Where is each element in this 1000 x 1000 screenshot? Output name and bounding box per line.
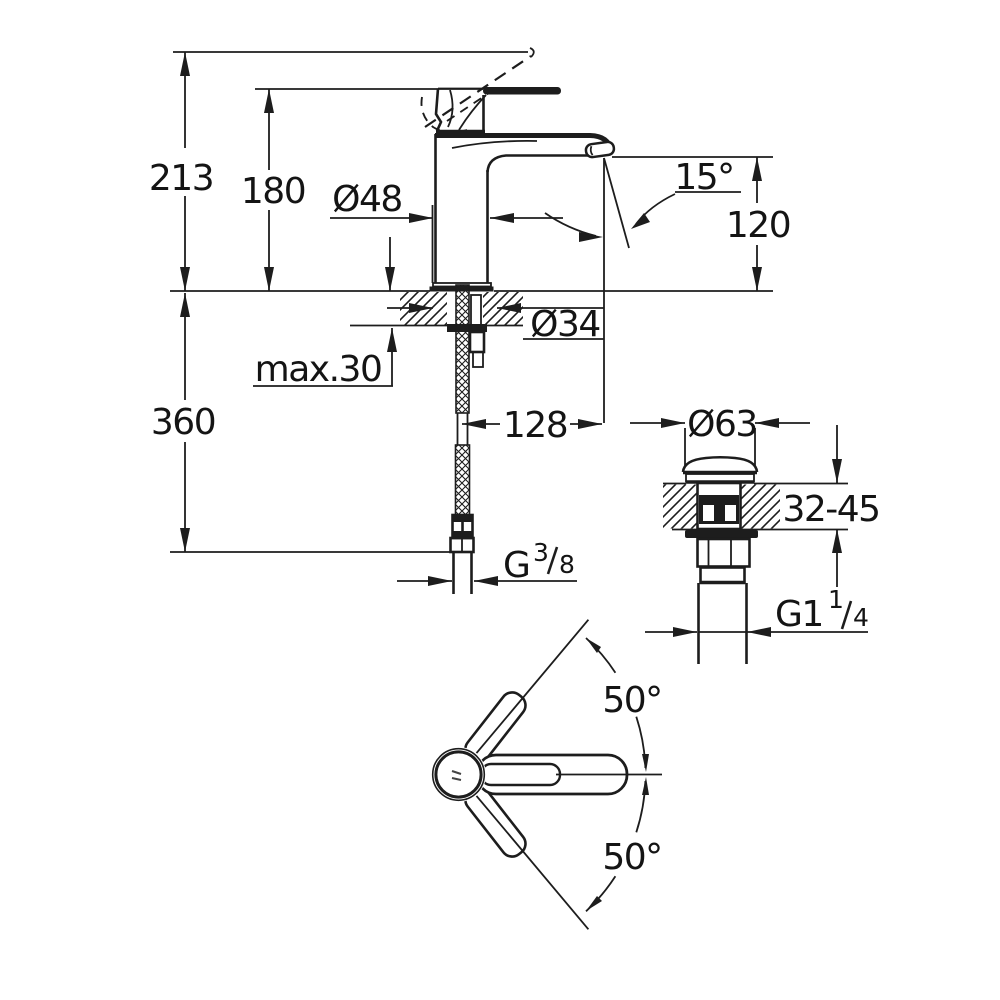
- dimension-180: 180: [241, 88, 483, 291]
- waste-tailpipe: [697, 583, 748, 664]
- faucet-body-spout: [429, 133, 616, 292]
- dim-label-supply-hose-drop: 360: [151, 402, 215, 443]
- rod-bracket: [468, 330, 486, 354]
- dim-label-max-mounting-thickness: max.30: [255, 349, 382, 390]
- dim-label-waste-thread-prefix: G1: [775, 594, 823, 635]
- dim-label-spout-projection: 128: [503, 405, 567, 446]
- dimension-diameter-48: Ø48: [330, 179, 563, 283]
- dimension-swing-lower-50: 50°: [585, 777, 663, 912]
- dimension-g-three-eighths: G 3 8: [397, 538, 577, 586]
- dim-label-supply-thread-prefix: G: [503, 545, 529, 586]
- dim-label-height-body: 180: [241, 171, 305, 212]
- upper-swing-axis-line: [475, 619, 590, 754]
- dimension-diameter-34: Ø34: [387, 303, 604, 345]
- dim-label-base-diameter: Ø48: [332, 179, 402, 220]
- dim-label-handle-swing-lower: 50°: [602, 837, 661, 878]
- dim-label-waste-mounting-range: 32-45: [782, 489, 879, 530]
- waste-cap: [681, 455, 759, 484]
- dim-label-supply-thread-numerator: 3: [533, 538, 548, 567]
- side-view-faucet: [170, 47, 773, 594]
- supply-hose: [449, 284, 486, 594]
- handle-plan-inner: [479, 762, 562, 787]
- dim-label-waste-cap-diameter: Ø63: [687, 404, 757, 445]
- waste-flange: [685, 530, 758, 538]
- dimension-15-degrees: 15°: [544, 157, 741, 242]
- waste-detail-view: Ø63 32-45 G1 1 4: [630, 404, 881, 664]
- dimension-32-45: 32-45: [782, 425, 881, 587]
- pivot-inner-circle: [434, 750, 483, 799]
- waste-body: [696, 481, 742, 531]
- dim-label-waste-thread-numerator: 1: [828, 585, 843, 614]
- dim-label-height-overall: 213: [149, 158, 213, 199]
- dimension-swing-upper-50: 50°: [585, 637, 663, 772]
- dim-label-spout-outlet-height: 120: [726, 205, 790, 246]
- top-view-handle-swing: 50° 50°: [431, 619, 663, 930]
- waste-counter-section: [663, 482, 848, 531]
- waste-collar: [699, 566, 746, 585]
- dimension-213: 213: [149, 51, 528, 291]
- lever-bar: [483, 87, 561, 95]
- lower-swing-axis-line: [475, 795, 590, 930]
- waste-hex-nut: [696, 537, 751, 568]
- dimension-360: 360: [151, 293, 453, 553]
- pivot-mask: [431, 747, 486, 802]
- dim-label-mounting-hole-diameter: Ø34: [530, 304, 600, 345]
- dimension-max-30: max.30: [253, 237, 397, 390]
- dimension-g-one-quarter: G1 1 4: [645, 585, 869, 637]
- dimension-diameter-63: Ø63: [630, 404, 810, 466]
- brand-mark: [451, 770, 462, 781]
- spout-aerator-outlet: [584, 140, 616, 159]
- rod-bracket-lower: [472, 351, 484, 368]
- dim-label-waste-thread-denominator: 4: [853, 603, 868, 632]
- braided-hose-upper: [455, 284, 470, 414]
- pivot-outer-circle: [431, 747, 486, 802]
- dimension-128: 128: [462, 405, 602, 446]
- faucet-handle: [434, 87, 561, 134]
- braided-hose-lower: [454, 444, 471, 516]
- dim-label-handle-swing-upper: 50°: [602, 680, 661, 721]
- dim-label-supply-thread-denominator: 8: [559, 550, 574, 579]
- dimension-120: 120: [612, 156, 792, 291]
